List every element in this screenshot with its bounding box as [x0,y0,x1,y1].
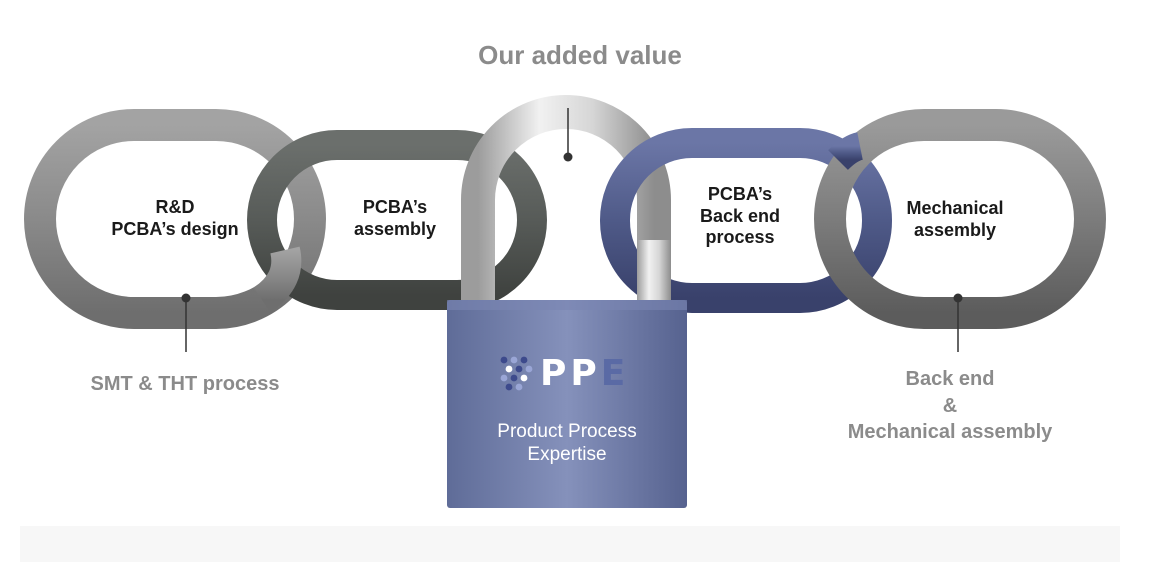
pointer-dot-left [181,293,191,303]
padlock-body [447,300,687,508]
link-label-pcba-assembly-line2: assembly [353,218,437,239]
link-label-pcba-back-end-line1: PCBA’s [707,184,773,204]
chain-link-4 [814,109,1106,329]
chain-link-3 [600,128,892,313]
link-label-mechanical-line2: assembly [913,219,997,240]
link-label-pcba-back-end-line3: process [705,227,775,248]
link-label-mechanical: Mechanical assembly [880,198,1030,241]
ppe-logo: PPE [540,353,629,394]
diagram-title: Our added value [478,40,682,70]
link-label-pcba-assembly: PCBA’s assembly [320,197,470,240]
caption-right-line3: Mechanical assembly [847,421,1053,444]
caption-right-line2: & [942,394,958,417]
chain-link-1 [24,109,326,329]
link-label-rnd: R&D PCBA’s design [95,197,255,240]
chain-link-2 [247,130,547,310]
caption-smt-tht: SMT & THT process [90,373,280,395]
pointer-dot-right [953,293,963,303]
pointer-dot-top [563,152,573,162]
ppe-logo-text: PPE [540,353,630,394]
link-label-rnd-line2: PCBA’s design [111,218,239,239]
caption-back-end-mechanical: Back end & Mechanical assembly [815,366,1085,446]
link-label-mechanical-line1: Mechanical [906,198,1004,218]
padlock-caption-line1: Product Process [497,421,637,442]
caption-right-line1: Back end [905,368,995,390]
padlock-caption-line2: Expertise [527,443,607,465]
padlock-caption: Product Process Expertise [447,421,687,467]
link-label-rnd-line1: R&D [155,197,195,217]
link-label-pcba-assembly-line1: PCBA’s [362,197,428,217]
link-label-pcba-back-end: PCBA’s Back end process [665,184,815,249]
ppe-logo-mark-icon [500,356,533,391]
bottom-strip [20,526,1120,562]
link-label-pcba-back-end-line2: Back end [699,205,781,226]
